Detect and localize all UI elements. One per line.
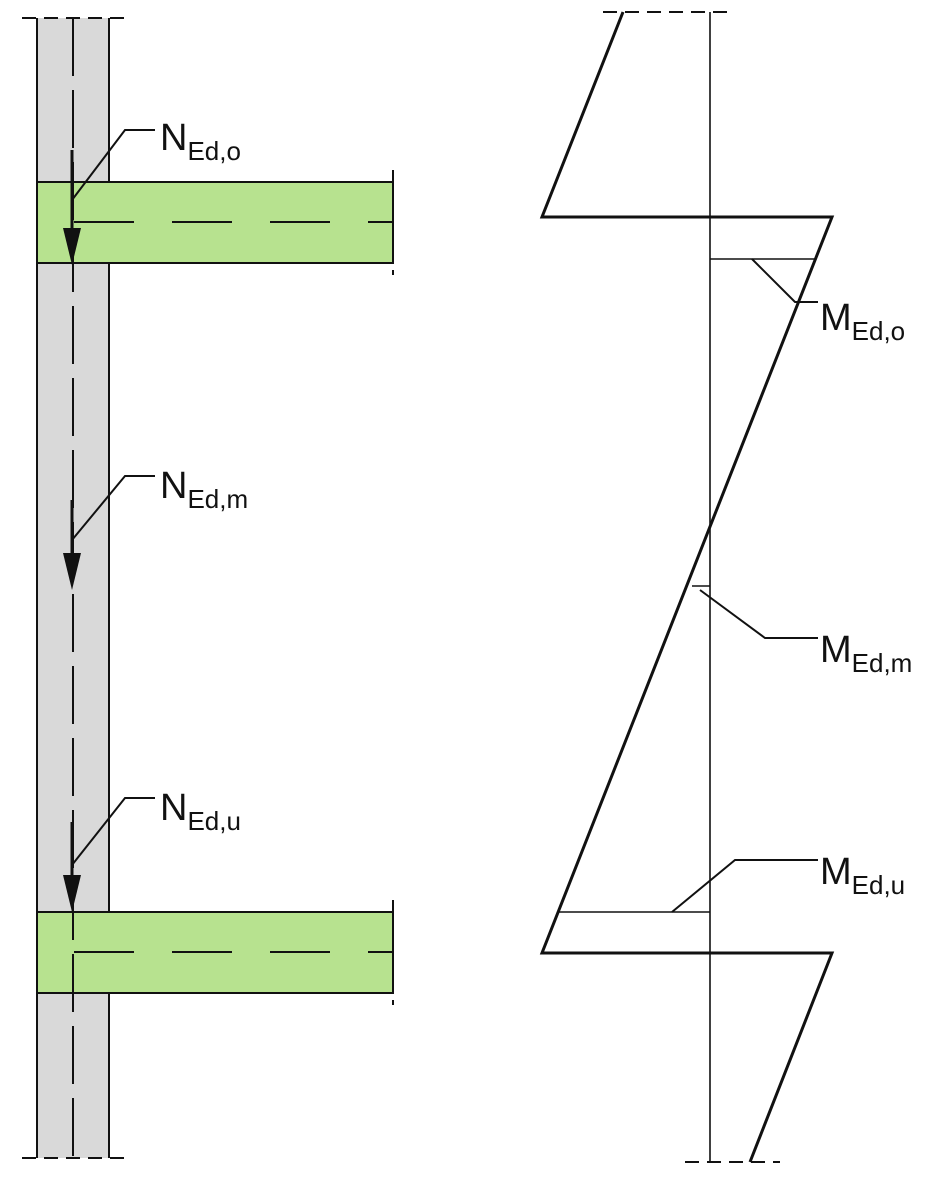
m-bottom-leader xyxy=(671,859,818,913)
n-bottom-label: NEd,u xyxy=(160,787,241,836)
n-mid-leader xyxy=(71,475,155,541)
m-mid-leader xyxy=(699,589,818,639)
m-bottom-label: MEd,u xyxy=(820,851,905,900)
m-top-leader xyxy=(751,258,818,303)
m-top-label: MEd,o xyxy=(820,297,905,346)
moment-diagram: MEd,o MEd,m MEd,u xyxy=(539,11,912,1163)
force-arrow-top xyxy=(63,150,81,265)
column-structure: NEd,o NEd,m NEd,u xyxy=(22,17,394,1159)
moment-outline xyxy=(539,11,835,1163)
n-top-label: NEd,o xyxy=(160,117,241,166)
n-top-leader xyxy=(71,129,155,201)
n-mid-label: NEd,m xyxy=(160,465,248,514)
n-bottom-leader xyxy=(71,797,155,866)
force-arrow-mid xyxy=(63,500,81,590)
m-mid-label: MEd,m xyxy=(820,629,912,678)
force-arrow-bottom xyxy=(63,822,81,912)
